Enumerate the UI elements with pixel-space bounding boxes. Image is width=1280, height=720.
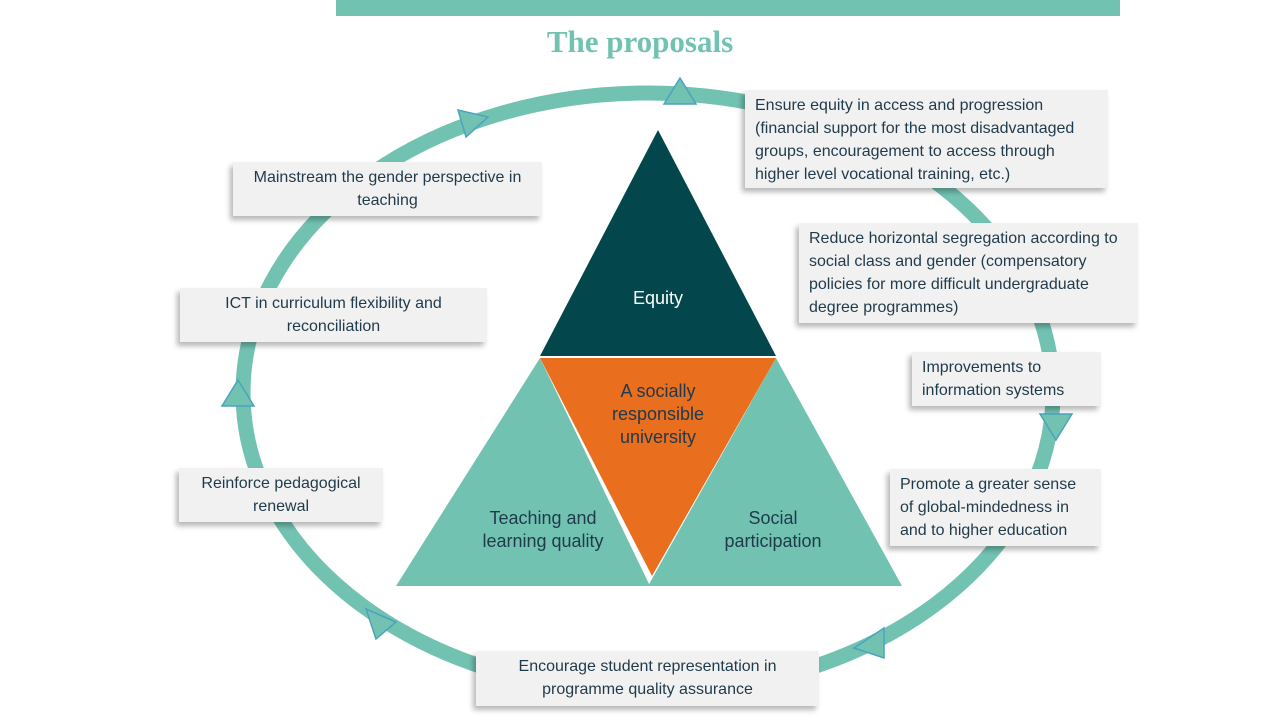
proposal-equity-access: Ensure equity in access and progression … bbox=[745, 90, 1108, 188]
cycle-arrow-top-left bbox=[456, 108, 490, 139]
cycle-arrow-top bbox=[662, 76, 698, 105]
proposal-student-representation: Encourage student representation in prog… bbox=[476, 651, 819, 706]
triangle-social bbox=[648, 358, 902, 586]
proposal-ict-flexibility: ICT in curriculum flexibility and reconc… bbox=[180, 288, 487, 342]
proposal-pedagogical-renewal: Reinforce pedagogical renewal bbox=[179, 468, 383, 522]
top-accent-bar bbox=[336, 0, 1120, 16]
cycle-arrow-left bbox=[220, 378, 256, 407]
page-title: The proposals bbox=[546, 24, 734, 59]
center-label: A socially responsible university bbox=[611, 381, 705, 447]
teaching-label: Teaching and learning quality bbox=[482, 508, 604, 551]
triangle-equity bbox=[540, 130, 776, 356]
triangle-teaching bbox=[396, 358, 650, 586]
cycle-arrow-right bbox=[1038, 413, 1074, 442]
cycle-arrow-bottom-left bbox=[364, 607, 398, 641]
proposal-gender-perspective: Mainstream the gender perspective in tea… bbox=[233, 162, 542, 216]
proposal-reduce-segregation: Reduce horizontal segregation according … bbox=[799, 223, 1138, 323]
proposal-information-systems: Improvements to information systems bbox=[912, 352, 1101, 406]
equity-label: Equity bbox=[632, 288, 684, 308]
proposal-global-mindedness: Promote a greater sense of global-minded… bbox=[890, 469, 1101, 546]
social-label: Social participation bbox=[724, 508, 822, 551]
cycle-arrow-bottom-right bbox=[852, 626, 885, 660]
triangle-center bbox=[540, 358, 776, 576]
